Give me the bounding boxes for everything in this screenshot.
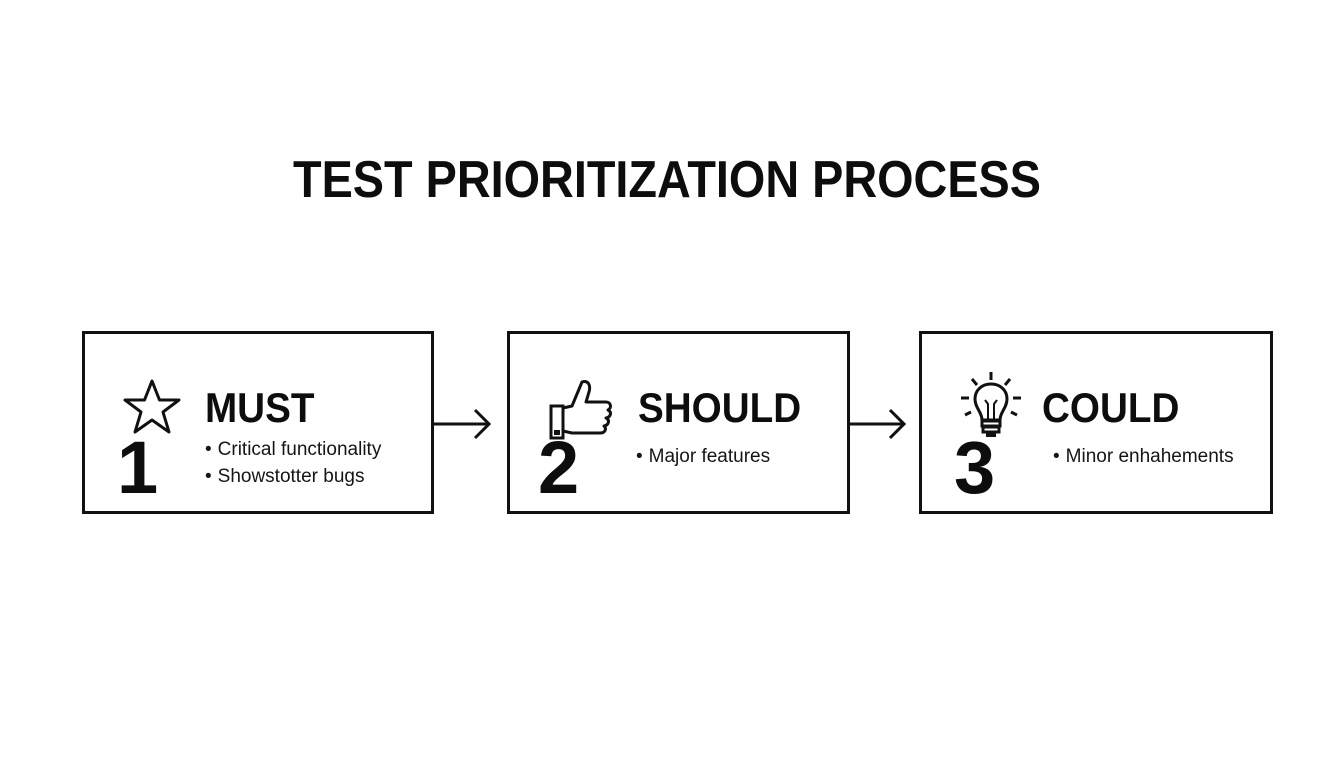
step-number: 2: [538, 426, 580, 509]
list-item: Minor enhahements: [1053, 443, 1234, 470]
step-label: MUST: [205, 384, 315, 431]
step-card-must: 1 MUST Critical functionality Showstotte…: [82, 331, 434, 514]
step-card-could: 3 COULD Minor enhahements: [919, 331, 1273, 514]
step-number: 3: [954, 426, 996, 509]
step-label: SHOULD: [638, 384, 802, 431]
step-bullets: Major features: [636, 443, 770, 470]
thumbs-up-icon: [548, 376, 614, 442]
arrow-right-icon: [434, 404, 494, 449]
step-card-should: 2 SHOULD Major features: [507, 331, 850, 514]
arrow-right-icon: [850, 404, 910, 449]
list-item: Major features: [636, 443, 770, 470]
lightbulb-icon: [958, 370, 1024, 440]
list-item: Critical functionality: [205, 436, 382, 463]
page-title: TEST PRIORITIZATION PROCESS: [293, 151, 1041, 209]
star-icon: [120, 378, 184, 440]
step-bullets: Critical functionality Showstotter bugs: [205, 436, 382, 490]
list-item: Showstotter bugs: [205, 463, 381, 490]
step-label: COULD: [1042, 384, 1180, 431]
step-bullets: Minor enhahements: [1053, 443, 1234, 470]
step-number: 1: [117, 426, 159, 509]
